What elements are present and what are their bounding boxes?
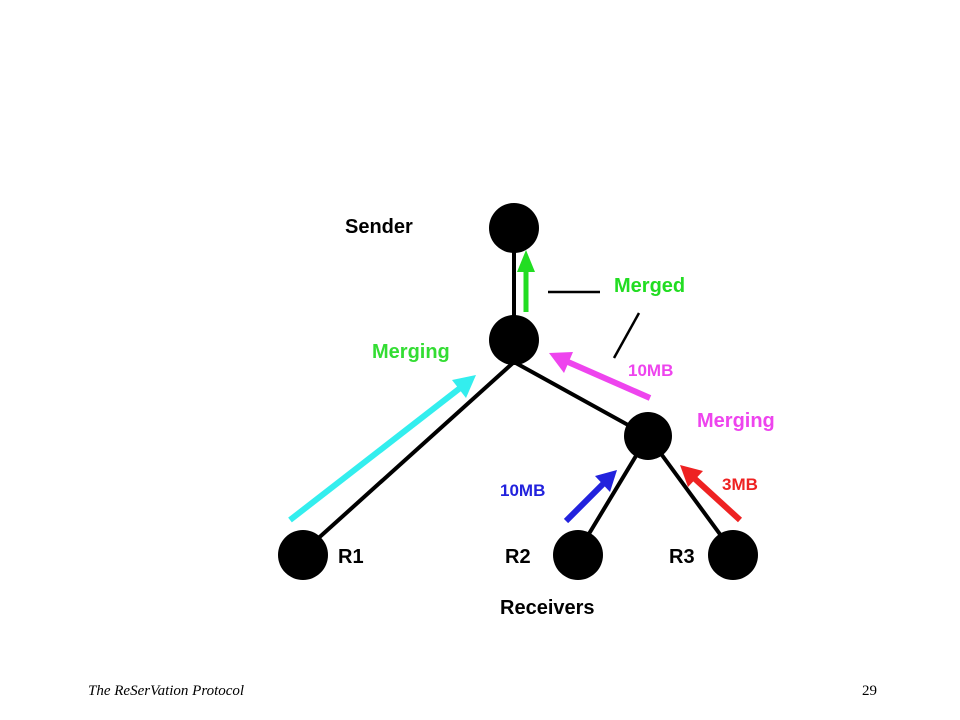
receiver-r3-node xyxy=(708,530,758,580)
page-number: 29 xyxy=(862,683,877,699)
bandwidth-label-red: 3MB xyxy=(722,475,758,494)
arrow-blue-r2 xyxy=(563,470,617,524)
merging-label-right: Merging xyxy=(697,410,775,432)
arrow-head xyxy=(595,470,617,492)
router-node xyxy=(489,315,539,365)
sender-node xyxy=(489,203,539,253)
merged-leader-lines xyxy=(548,290,641,359)
merging-label-left: Merging xyxy=(372,341,450,363)
arrow-head xyxy=(452,375,476,398)
arrow-magenta xyxy=(549,352,652,401)
arrow-shaft xyxy=(563,480,607,524)
arrow-head xyxy=(517,250,535,272)
sender-label: Sender xyxy=(345,216,413,238)
receiver-r1-node xyxy=(278,530,328,580)
receiver-r2-node xyxy=(553,530,603,580)
arrow-shaft xyxy=(566,359,652,401)
arrow-cyan-r1 xyxy=(288,375,476,523)
subrouter-node xyxy=(624,412,672,460)
receiver-r2-label: R2 xyxy=(505,546,531,568)
receiver-r3-label: R3 xyxy=(669,546,695,568)
receivers-label: Receivers xyxy=(500,597,595,619)
arrow-shaft xyxy=(288,382,466,523)
link-router-r1 xyxy=(301,360,516,554)
arrow-shaft xyxy=(691,475,743,523)
leader-line-diagonal xyxy=(612,312,641,359)
link-router-subrouter xyxy=(513,360,649,438)
arrow-red-r3 xyxy=(680,465,743,523)
merged-label: Merged xyxy=(614,275,685,297)
footer-title: The ReSerVation Protocol xyxy=(88,683,245,699)
bandwidth-label-magenta: 10MB xyxy=(628,361,673,380)
bandwidth-label-blue: 10MB xyxy=(500,481,545,500)
arrow-merged-green xyxy=(517,250,535,312)
arrow-head xyxy=(680,465,703,487)
arrow-head xyxy=(549,352,573,373)
receiver-r1-label: R1 xyxy=(338,546,364,568)
nodes xyxy=(278,203,758,580)
